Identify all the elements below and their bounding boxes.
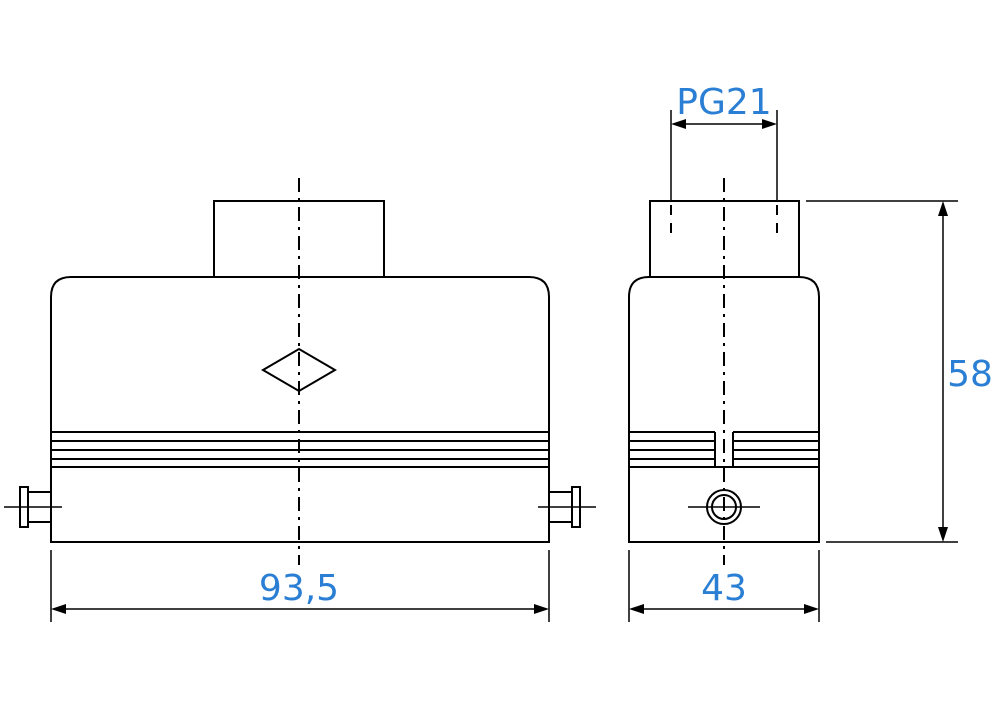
front-width-dimension: 93,5 (50, 550, 550, 622)
front-diamond-marking (261, 347, 337, 393)
cable-entry-dimension: PG21 (670, 82, 778, 201)
cable-entry-label: PG21 (676, 82, 771, 123)
side-view (628, 178, 820, 565)
front-right-locking-peg (538, 486, 596, 528)
side-hood-base (628, 466, 820, 543)
side-width-dimension: 43 (628, 550, 820, 622)
front-view (4, 178, 596, 565)
side-width-label: 43 (701, 568, 747, 609)
front-left-locking-peg (4, 486, 62, 528)
height-label: 58 (947, 354, 993, 395)
front-width-label: 93,5 (259, 568, 339, 609)
height-dimension: 58 (806, 200, 993, 543)
front-ribs (50, 431, 550, 468)
